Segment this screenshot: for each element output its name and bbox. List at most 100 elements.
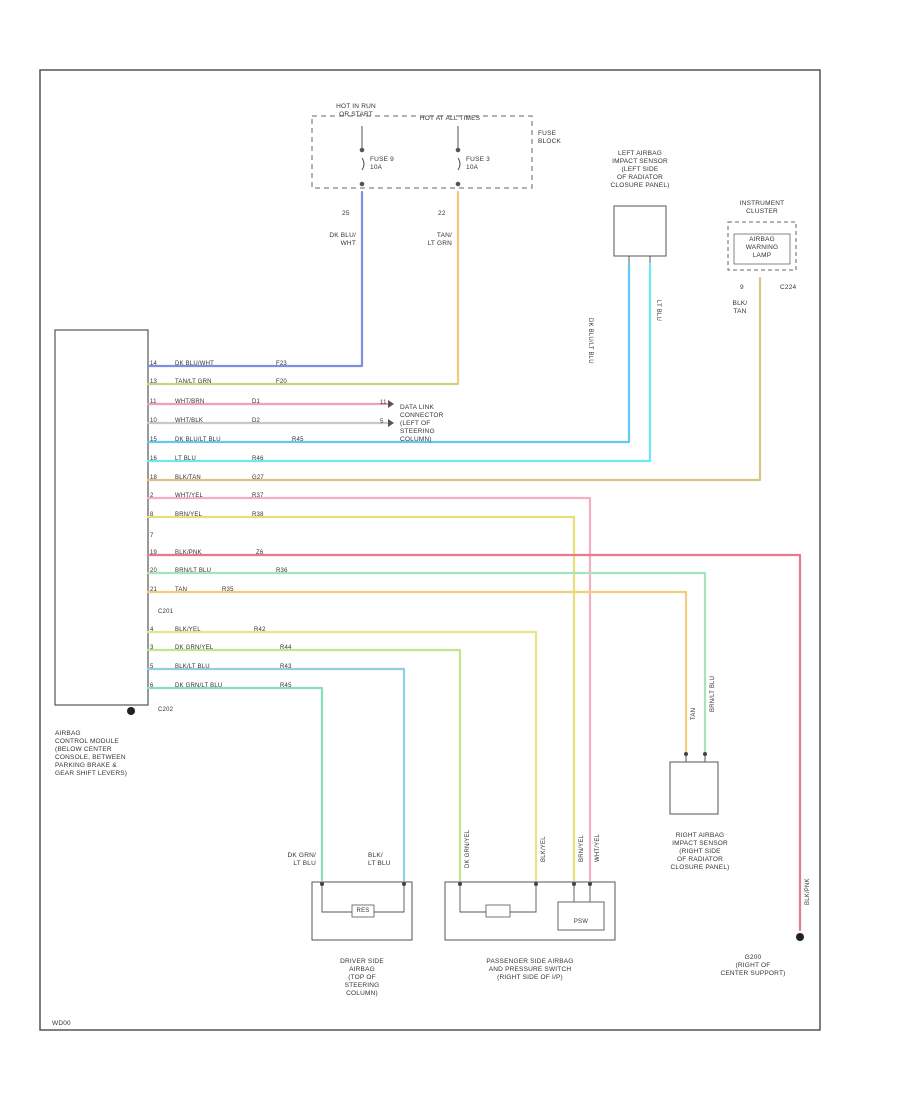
pin-19-circuit: Z6 [256,550,264,556]
right-impact-sensor-label: RIGHT AIRBAG IMPACT SENSOR (RIGHT SIDE O… [670,832,730,871]
fuse-9-wire-label: DK BLU/ WHT [329,232,356,247]
data-link-terminals [388,400,394,427]
pin-10-wire: WHT/BLK [175,418,204,424]
right-sensor-wire-a: TAN [691,707,697,720]
right-sensor-wire-b: BRN/LT BLU [710,675,716,712]
pin-21: 21 [150,587,158,593]
hot-in-run-label: HOT IN RUN OR START [336,103,376,118]
wire-blk-pnk [146,553,802,932]
pin-19: 19 [150,550,158,556]
pin-6: 6 [150,683,154,689]
pin-13-wire: TAN/LT GRN [175,379,212,385]
fuse-block [311,115,533,189]
pin-16-circuit: R46 [252,456,264,462]
pin-3-wire: DK GRN/YEL [175,645,214,651]
left-sensor-wire-b: LT BLU [655,300,661,321]
pin-21-wire: TAN [175,587,188,593]
wire-brn-lt-blu [146,571,707,754]
wire-blk-lt-blu [146,667,406,882]
wire-brn-yel [146,515,576,882]
hot-at-all-times-label: HOT AT ALL TIMES [419,115,481,122]
pressure-switch-box [557,901,605,931]
c224-label: C224 [780,284,797,291]
driver-airbag-wire-b: BLK/ LT BLU [368,852,391,867]
airbag-warning-lamp-label: AIRBAG WARNING LAMP [745,236,779,259]
wire-dk-grn-lt-blu [146,686,324,882]
wire-dk-grn-yel [146,648,462,882]
passenger-wire-wht-yel: WHT/YEL [595,833,601,862]
pin-2-wire: WHT/YEL [175,493,204,499]
pin-15-wire: DK BLU/LT BLU [175,437,221,443]
data-link-pin-a: 11 [380,400,387,406]
pin-13-circuit: F20 [276,379,287,385]
fuse-3-pin: 22 [438,210,446,217]
airbag-control-module-label: AIRBAG CONTROL MODULE (BELOW CENTER CONS… [55,730,128,777]
pin-14: 14 [150,361,158,367]
c201-label: C201 [158,609,174,615]
pin-11-circuit: D1 [252,399,261,405]
footer-code: WD00 [52,1020,71,1027]
passenger-airbag-squib [485,904,511,918]
pin-5: 5 [150,664,154,670]
wire-blk-yel [146,630,538,882]
pin-11-wire: WHT/BRN [175,399,205,405]
pin-16: 16 [150,456,158,462]
airbag-control-module-box [54,329,149,706]
left-impact-sensor-box [613,205,667,257]
pin-3: 3 [150,645,154,651]
left-impact-sensor-label: LEFT AIRBAG IMPACT SENSOR (LEFT SIDE OF … [610,150,670,189]
passenger-airbag-box [444,881,616,941]
pin-20-wire: BRN/LT BLU [175,568,212,574]
connector-terminals [320,752,707,886]
pin-19-wire: BLK/PNK [175,550,202,556]
pin-18: 18 [150,475,158,481]
instrument-cluster-wire: BLK/ TAN [732,300,748,315]
pin-6-circuit: R45 [280,683,292,689]
pin-4: 4 [150,627,154,633]
pin-8-circuit: R38 [252,512,264,518]
g200-ground-dot [796,933,804,941]
pin-18-wire: BLK/TAN [175,475,201,481]
pin-14-wire: DK BLU/WHT [175,361,215,367]
instrument-cluster-pin: 9 [740,284,744,291]
pin-18-circuit: G27 [252,475,264,481]
pin-5-circuit: R43 [280,664,292,670]
c202-connector-dot [127,707,135,715]
ground-wire-label: BLK/PNK [805,878,811,905]
pin-16-wire: LT BLU [175,456,196,462]
left-sensor-wire-a: DK BLU/LT BLU [587,318,593,364]
pin-15: 15 [150,437,158,443]
pin-7: 7 [150,533,154,539]
wire-tan-lt-grn [146,190,460,386]
pin-15-circuit: R45 [292,437,304,443]
passenger-airbag-label: PASSENGER SIDE AIRBAG AND PRESSURE SWITC… [486,958,574,981]
pin-13: 13 [150,379,158,385]
driver-airbag-box [311,881,413,941]
diagram-border [39,69,821,1031]
driver-airbag-squib [351,904,375,918]
data-link-pin-b: 5 [380,419,384,425]
passenger-wire-blk-yel: BLK/YEL [541,836,547,862]
fuse-block-label: FUSE BLOCK [538,130,562,145]
fuse-3-wire-label: TAN/ LT GRN [427,232,452,247]
wire-lt-blu [146,262,652,463]
pin-8: 8 [150,512,154,518]
passenger-wire-dk-grn-yel: DK GRN/YEL [465,829,471,868]
driver-airbag-label: DRIVER SIDE AIRBAG (TOP OF STEERING COLU… [340,958,384,997]
wire-blk-tan [146,276,762,482]
pin-6-wire: DK GRN/LT BLU [175,683,223,689]
fuse-3-symbol [455,126,461,187]
right-impact-sensor-box [669,761,719,815]
pin-21-circuit: R35 [222,587,234,593]
wire-wht-yel [146,496,592,882]
passenger-airbag-inner-label: PSW [573,919,589,925]
pin-20: 20 [150,568,158,574]
driver-airbag-inner-label: RES [356,908,370,914]
pin-8-wire: BRN/YEL [175,512,203,518]
c202-label: C202 [158,707,174,713]
fuse-3-label: FUSE 3 10A [466,156,490,171]
pin-10-circuit: D2 [252,418,261,424]
wire-dk-blu-lt-blu [146,262,631,444]
pin-4-wire: BLK/YEL [175,627,201,633]
